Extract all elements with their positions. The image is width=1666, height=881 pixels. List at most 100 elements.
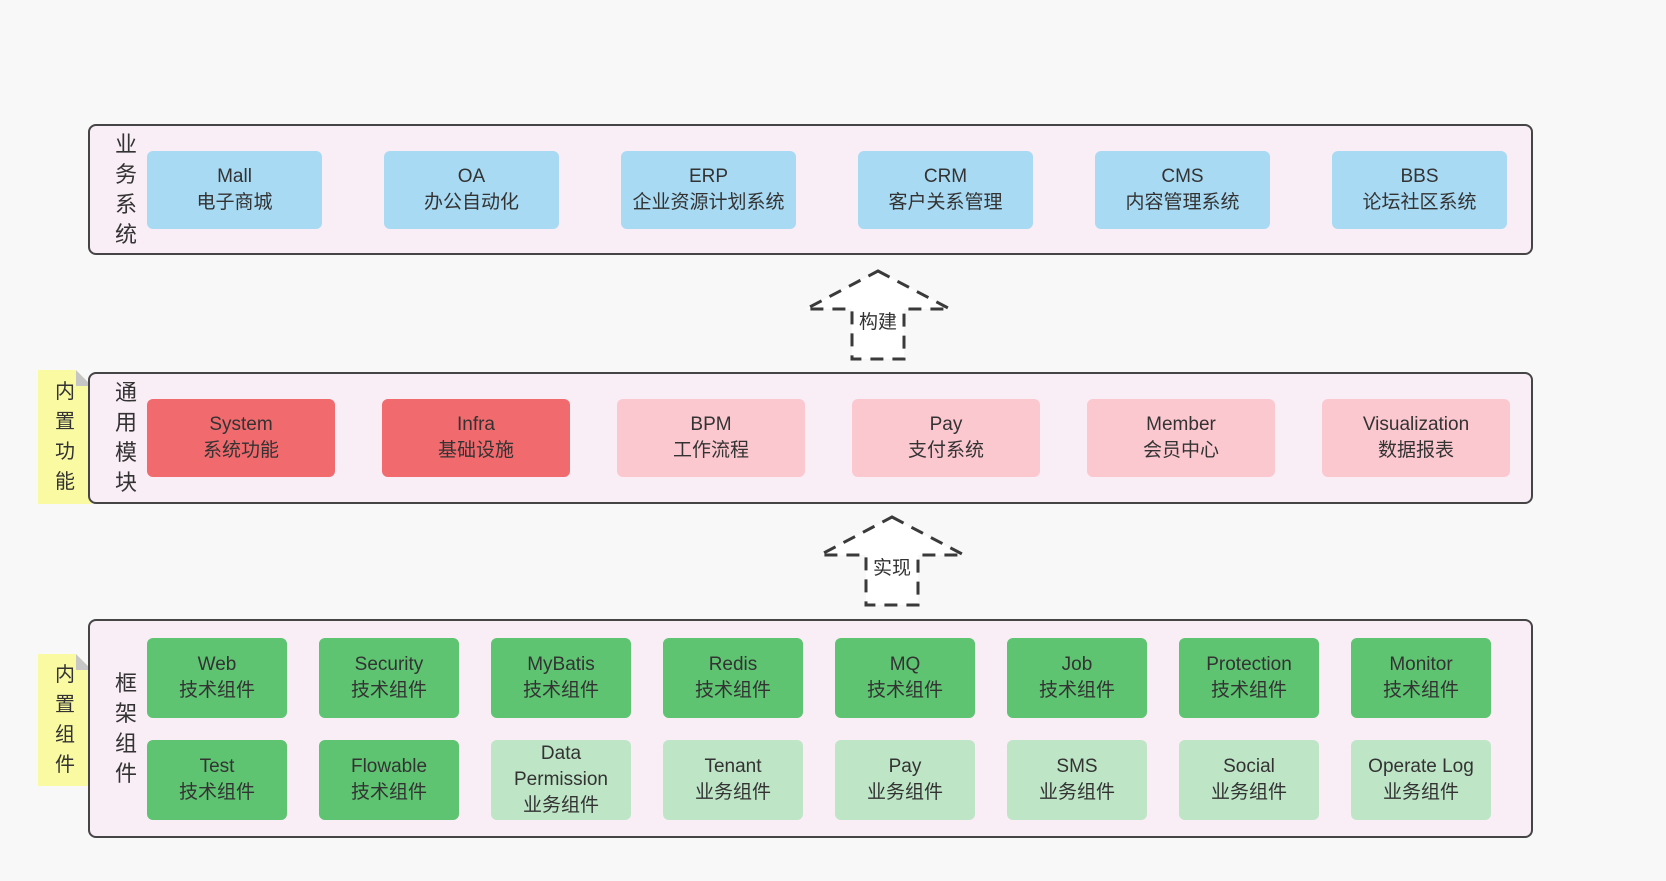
box-subtitle: 业务组件 [1382,781,1459,803]
component-box-flowable: Flowable 技术组件 [319,739,459,820]
component-box-social: Social 业务组件 [1179,739,1319,820]
business-boxes-row: Mall 电子商城 OA 办公自动化 ERP 企业资源计划系统 CRM 客户关系… [147,150,1507,229]
sticky-note-text: 内置功能 [55,381,75,493]
box-title: MQ [889,653,921,675]
box-title: System [209,414,273,435]
layer-business-systems: 业务系统 Mall 电子商城 OA 办公自动化 ERP 企业资源计划系统 CRM… [88,124,1533,255]
module-box-bpm: BPM 工作流程 [617,399,805,477]
box-subtitle: 内容管理系统 [1125,191,1240,213]
box-title: Security [354,653,424,675]
module-box-pay: Pay 支付系统 [852,399,1040,477]
box-title: Member [1146,414,1216,435]
system-box-crm: CRM 客户关系管理 [858,150,1033,229]
box-subtitle: 技术组件 [694,679,771,701]
module-box-member: Member 会员中心 [1087,399,1275,477]
layer-common-modules-label: 通用模块 [114,380,137,495]
box-title: ERP [688,165,729,187]
box-subtitle: 业务组件 [522,794,599,816]
box-subtitle: 数据报表 [1377,440,1454,461]
box-subtitle: 工作流程 [672,440,749,461]
box-subtitle: 技术组件 [350,781,427,803]
box-title: SMS [1056,755,1098,777]
sticky-note-builtin-features: 内置功能 [38,370,92,504]
box-subtitle: 技术组件 [522,679,599,701]
implement-arrow-label: 实现 [867,550,917,588]
box-subtitle: 技术组件 [866,679,943,701]
box-title: Infra [456,414,496,435]
box-title: Job [1061,653,1093,675]
component-box-protection: Protection 技术组件 [1179,637,1319,718]
component-box-data-permission: Data Permission 业务组件 [491,739,631,820]
box-title: Monitor [1389,653,1453,675]
module-box-visualization: Visualization 数据报表 [1322,399,1510,477]
box-subtitle: 支付系统 [907,440,984,461]
module-box-system: System 系统功能 [147,399,335,477]
box-subtitle: 论坛社区系统 [1362,191,1477,213]
box-subtitle: 电子商城 [196,191,273,213]
box-title: Redis [708,653,758,675]
component-box-sms: SMS 业务组件 [1007,739,1147,820]
box-title: Test [199,755,235,777]
box-title: Pay [929,414,963,435]
component-box-job: Job 技术组件 [1007,637,1147,718]
component-box-security: Security 技术组件 [319,637,459,718]
build-arrow: 构建 [803,268,953,362]
component-box-mq: MQ 技术组件 [835,637,975,718]
module-box-infra: Infra 基础设施 [382,399,570,477]
component-box-pay: Pay 业务组件 [835,739,975,820]
sticky-note-builtin-components: 内置组件 [38,654,92,786]
system-box-mall: Mall 电子商城 [147,150,322,229]
box-title: Visualization [1362,414,1470,435]
implement-arrow: 实现 [817,514,967,608]
sticky-note-text: 内置组件 [55,664,75,776]
component-box-redis: Redis 技术组件 [663,637,803,718]
module-boxes-row: System 系统功能 Infra 基础设施 BPM 工作流程 Pay 支付系统… [147,399,1510,477]
box-subtitle: 办公自动化 [423,191,519,213]
box-title: BBS [1400,165,1439,187]
box-title: BPM [690,414,732,435]
box-title: Tenant [704,755,762,777]
box-subtitle: 企业资源计划系统 [632,191,785,213]
box-subtitle: 技术组件 [350,679,427,701]
system-box-oa: OA 办公自动化 [384,150,559,229]
box-title: Flowable [350,755,428,777]
system-box-erp: ERP 企业资源计划系统 [621,150,796,229]
box-subtitle: 业务组件 [1038,781,1115,803]
box-subtitle: 基础设施 [437,440,514,461]
box-title: CRM [923,165,968,187]
box-title: Operate Log [1368,755,1474,777]
component-box-tenant: Tenant 业务组件 [663,739,803,820]
component-box-monitor: Monitor 技术组件 [1351,637,1491,718]
box-title: Data Permission [514,742,608,790]
layer-framework-components-label: 框架组件 [114,670,137,786]
component-boxes-row-1: Web 技术组件 Security 技术组件 MyBatis 技术组件 Redi… [147,637,1491,718]
box-title: Mall [217,165,252,187]
component-box-web: Web 技术组件 [147,637,287,718]
component-rows: Web 技术组件 Security 技术组件 MyBatis 技术组件 Redi… [147,637,1491,820]
component-box-test: Test 技术组件 [147,739,287,820]
box-subtitle: 系统功能 [202,440,279,461]
box-subtitle: 客户关系管理 [888,191,1003,213]
box-title: Web [197,653,237,675]
box-subtitle: 技术组件 [1038,679,1115,701]
layer-business-systems-label: 业务系统 [114,131,137,247]
build-arrow-label: 构建 [853,304,903,342]
component-box-mybatis: MyBatis 技术组件 [491,637,631,718]
box-title: Pay [888,755,922,777]
box-title: MyBatis [527,653,595,675]
box-title: Social [1223,755,1275,777]
box-subtitle: 技术组件 [1210,679,1287,701]
box-subtitle: 业务组件 [866,781,943,803]
box-title: CMS [1161,165,1204,187]
box-subtitle: 会员中心 [1142,440,1219,461]
component-box-operate-log: Operate Log 业务组件 [1351,739,1491,820]
box-subtitle: 技术组件 [178,679,255,701]
box-subtitle: 业务组件 [1210,781,1287,803]
layer-framework-components: 框架组件 Web 技术组件 Security 技术组件 MyBatis 技术组件… [88,619,1533,838]
layer-common-modules: 通用模块 System 系统功能 Infra 基础设施 BPM 工作流程 Pay… [88,372,1533,504]
system-box-cms: CMS 内容管理系统 [1095,150,1270,229]
box-subtitle: 技术组件 [178,781,255,803]
box-title: Protection [1206,653,1292,675]
box-subtitle: 技术组件 [1382,679,1459,701]
